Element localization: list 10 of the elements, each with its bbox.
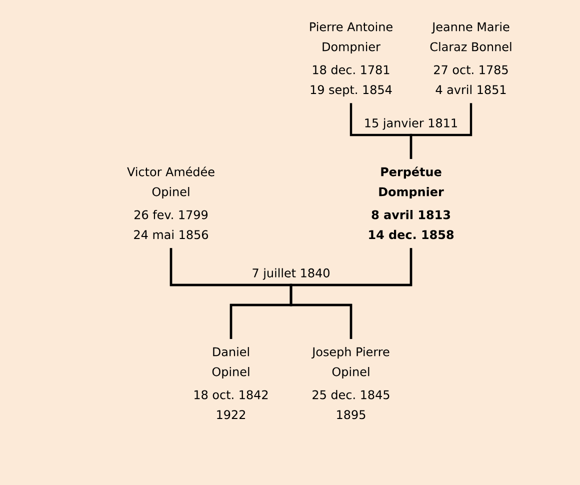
person-entry: Joseph Pierre Opinel 25 dec. 1845 1895 [312,347,390,420]
person-entry: Daniel Opinel 18 oct. 1842 1922 [194,347,268,420]
person-entry: Pierre Antoine Dompnier 18 dec. 1781 19 sept. 1854 [310,22,392,96]
person-entry: Perpétue Dompnier 8 avril 1813 14 dec. 1858 [369,166,454,240]
connector-line [410,103,472,159]
edge-label: 7 juillet 1840 [250,267,332,281]
person-entry: Victor Amédée Opinel 26 fev. 1799 24 mai 1856 [127,166,214,240]
edge-label: 15 janvier 1811 [362,117,460,131]
person-entry: Jeanne Marie Claraz Bonnel 27 oct. 1785 4 avril 1851 [430,22,512,94]
connector-line [290,248,412,339]
